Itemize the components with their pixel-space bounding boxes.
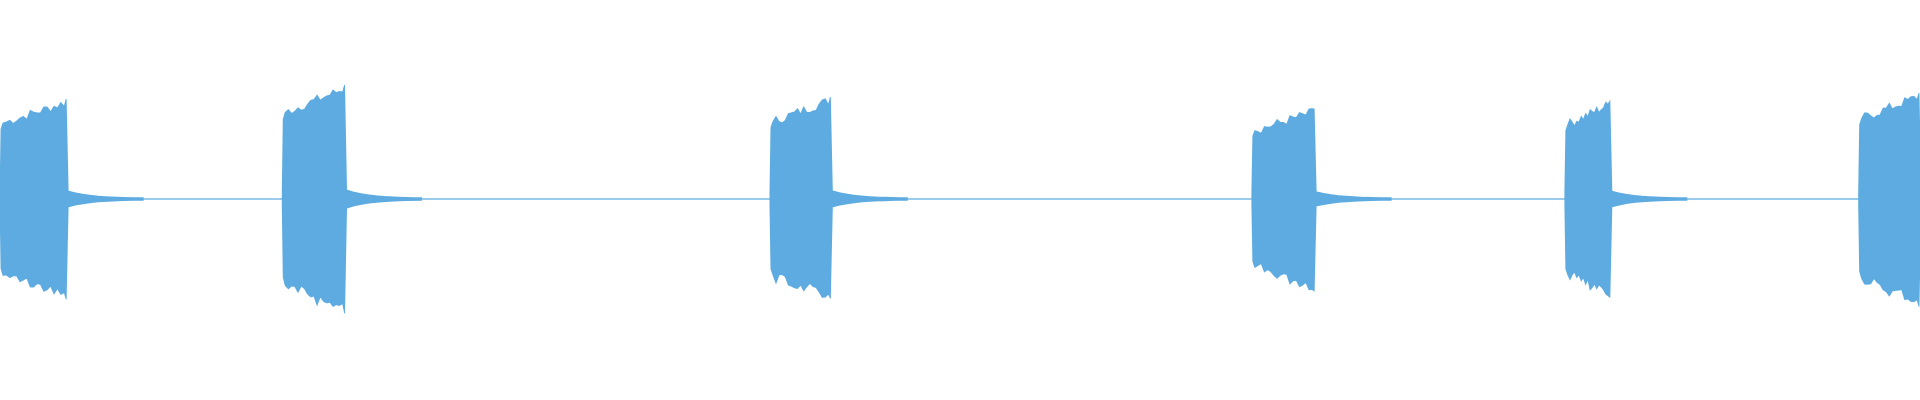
waveform-burst-2	[281, 84, 422, 314]
waveform-bursts	[0, 84, 1920, 314]
waveform-burst-3	[769, 96, 908, 299]
waveform-burst-5	[1564, 99, 1688, 299]
waveform-burst-1	[0, 98, 144, 300]
waveform-burst-4	[1251, 108, 1392, 292]
waveform-burst-6	[1858, 92, 1920, 307]
